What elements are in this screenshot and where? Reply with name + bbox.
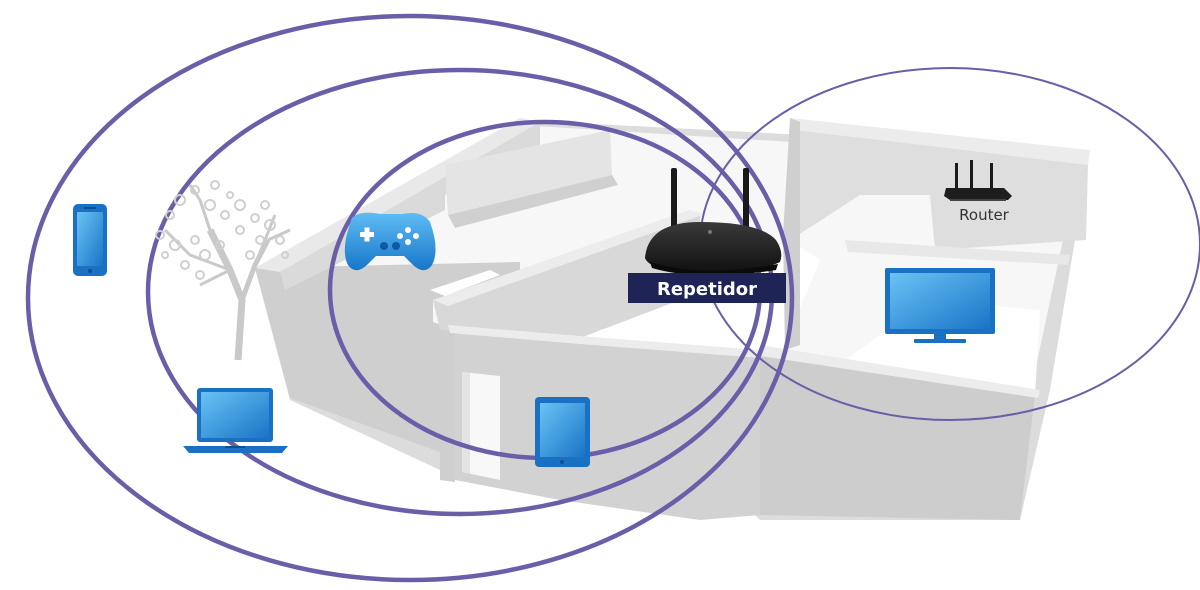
right-wing-divider bbox=[845, 240, 1070, 265]
back-wall bbox=[255, 118, 540, 272]
laptop-icon bbox=[183, 388, 288, 453]
middle-partition-top bbox=[433, 210, 705, 306]
monitor-icon bbox=[885, 268, 995, 343]
repeater-label: Repetidor bbox=[657, 279, 757, 300]
tablet-icon bbox=[535, 397, 590, 467]
right-wing-back bbox=[790, 118, 1090, 165]
left-room-floor bbox=[430, 270, 500, 296]
center-wall-top bbox=[448, 325, 760, 358]
bottom-wall-top bbox=[760, 345, 1040, 398]
repeater-label-badge: Repetidor bbox=[628, 273, 786, 303]
repeater-ring-outer bbox=[25, 13, 795, 583]
doorway-shade bbox=[462, 372, 470, 474]
left-wall-front bbox=[255, 262, 520, 482]
repeater-icon bbox=[645, 168, 782, 276]
interior-wall-b bbox=[448, 175, 618, 228]
router-label: Router bbox=[959, 206, 1010, 224]
smartphone-icon bbox=[73, 204, 107, 276]
center-wall-front bbox=[455, 330, 760, 520]
middle-partition bbox=[433, 210, 700, 340]
router-icon bbox=[944, 160, 1012, 201]
tree-icon bbox=[155, 180, 291, 361]
right-wing-side bbox=[783, 118, 800, 350]
interior-wall-a bbox=[445, 130, 612, 215]
gamepad-icon bbox=[344, 212, 436, 271]
right-wing-back-face bbox=[795, 130, 1088, 250]
bottom-wall-front bbox=[760, 350, 1035, 520]
